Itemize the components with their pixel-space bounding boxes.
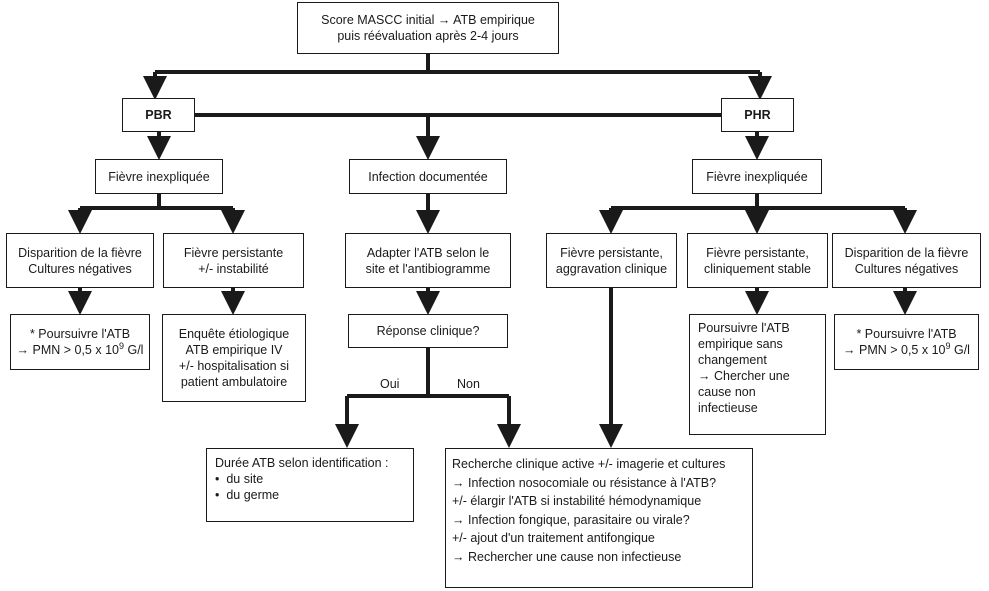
node-enquete-line-2: ATB empirique IV	[185, 343, 283, 357]
node-pours-r-unit: G/l	[950, 343, 970, 357]
node-fp-stable-line-2: cliniquement stable	[703, 261, 811, 276]
node-fp-aggr-line-1: Fièvre persistante,	[560, 245, 663, 260]
node-disp-r-line-2: Cultures négatives	[854, 261, 959, 276]
node-pours-stable-line-1: Poursuivre l'ATB	[698, 321, 790, 335]
node-pours-l-line-2: → PMN > 0,5 x 109 G/l	[16, 340, 144, 358]
node-poursuivre-stable: Poursuivre l'ATB empirique sans changeme…	[689, 314, 826, 435]
node-fievre-stable: Fièvre persistante, cliniquement stable	[687, 233, 828, 288]
node-infection: Infection documentée	[349, 159, 507, 194]
node-start-line-1: Score MASCC initial → ATB empirique	[321, 13, 535, 27]
node-disparition-left: Disparition de la fièvre Cultures négati…	[6, 233, 154, 288]
node-pours-stable-line-3: changement	[698, 353, 767, 367]
node-pours-r-pmn: → PMN > 0,5 x 10	[843, 343, 946, 357]
node-adapter-line-2: site et l'antibiogramme	[365, 261, 491, 276]
node-fievre-persistante-left: Fièvre persistante +/- instabilité	[163, 233, 304, 288]
node-fp-stable-line-1: Fièvre persistante,	[706, 245, 809, 260]
node-phr-label: PHR	[744, 108, 771, 122]
node-pbr: PBR	[122, 98, 195, 132]
node-recherche-line-1: Recherche clinique active +/- imagerie e…	[452, 457, 726, 471]
node-recherche-line-4: → Infection fongique, parasitaire ou vir…	[452, 512, 690, 527]
node-pours-l-unit: G/l	[124, 343, 144, 357]
node-reponse-label: Réponse clinique?	[376, 324, 480, 338]
node-fievre-right: Fièvre inexpliquée	[692, 159, 822, 194]
node-pours-stable-line-6: infectieuse	[698, 401, 758, 415]
node-start-line-2: puis réévaluation après 2-4 jours	[337, 29, 519, 43]
node-enquete: Enquête étiologique ATB empirique IV +/-…	[162, 314, 306, 402]
node-disp-l-line-1: Disparition de la fièvre	[18, 245, 142, 260]
node-start: Score MASCC initial → ATB empirique puis…	[297, 2, 559, 54]
node-adapter-line-1: Adapter l'ATB selon le	[366, 245, 490, 260]
node-pours-stable-line-4: → Chercher une	[698, 369, 790, 383]
node-poursuivre-left: * Poursuivre l'ATB → PMN > 0,5 x 109 G/l	[10, 314, 150, 370]
node-pours-l-exp: 9	[119, 340, 125, 351]
node-infection-label: Infection documentée	[368, 169, 488, 184]
node-duree-item-2-text: du germe	[226, 488, 280, 502]
node-fievre-left: Fièvre inexpliquée	[95, 159, 223, 194]
node-pbr-label: PBR	[145, 108, 172, 122]
node-pours-stable-line-5: cause non	[698, 385, 756, 399]
node-pours-r-line-1: * Poursuivre l'ATB	[856, 327, 957, 341]
node-disparition-right: Disparition de la fièvre Cultures négati…	[832, 233, 981, 288]
node-duree-title: Durée ATB selon identification :	[215, 456, 389, 470]
node-disp-l-line-2: Cultures négatives	[28, 261, 132, 276]
node-fp-aggr-line-2: aggravation clinique	[555, 261, 668, 276]
node-pours-stable-line-2: empirique sans	[698, 337, 783, 351]
label-non: Non	[457, 377, 480, 391]
node-reponse: Réponse clinique?	[348, 314, 508, 348]
node-phr: PHR	[721, 98, 794, 132]
node-poursuivre-right: * Poursuivre l'ATB → PMN > 0,5 x 109 G/l	[834, 314, 979, 370]
node-enquete-line-4: patient ambulatoire	[180, 375, 288, 389]
node-pours-r-line-2: → PMN > 0,5 x 109 G/l	[843, 340, 970, 358]
node-recherche: Recherche clinique active +/- imagerie e…	[445, 448, 753, 588]
node-recherche-line-3: +/- élargir l'ATB si instabilité hémodyn…	[452, 494, 702, 508]
node-fievre-left-label: Fièvre inexpliquée	[108, 169, 210, 184]
node-recherche-line-5: +/- ajout d'un traitement antifongique	[452, 531, 655, 545]
node-fp-l-line-1: Fièvre persistante	[183, 245, 284, 260]
node-pours-r-exp: 9	[945, 340, 951, 351]
label-oui: Oui	[380, 377, 400, 391]
node-duree: Durée ATB selon identification : • du si…	[206, 448, 414, 522]
node-duree-item-1: • du site	[215, 472, 264, 486]
node-recherche-line-6: → Rechercher une cause non infectieuse	[452, 549, 682, 564]
node-enquete-line-1: Enquête étiologique	[178, 327, 290, 341]
node-fievre-right-label: Fièvre inexpliquée	[706, 169, 808, 184]
node-fievre-aggravation: Fièvre persistante, aggravation clinique	[546, 233, 677, 288]
node-duree-item-2: • du germe	[215, 488, 280, 502]
node-adapter-atb: Adapter l'ATB selon le site et l'antibio…	[345, 233, 511, 288]
node-disp-r-line-1: Disparition de la fièvre	[844, 245, 969, 260]
node-fp-l-line-2: +/- instabilité	[198, 261, 269, 276]
node-pours-l-line-1: * Poursuivre l'ATB	[29, 327, 131, 341]
node-recherche-line-2: → Infection nosocomiale ou résistance à …	[452, 475, 717, 490]
node-duree-item-1-text: du site	[226, 472, 264, 486]
node-pours-l-pmn: → PMN > 0,5 x 10	[16, 343, 119, 357]
node-enquete-line-3: +/- hospitalisation si	[178, 359, 290, 373]
